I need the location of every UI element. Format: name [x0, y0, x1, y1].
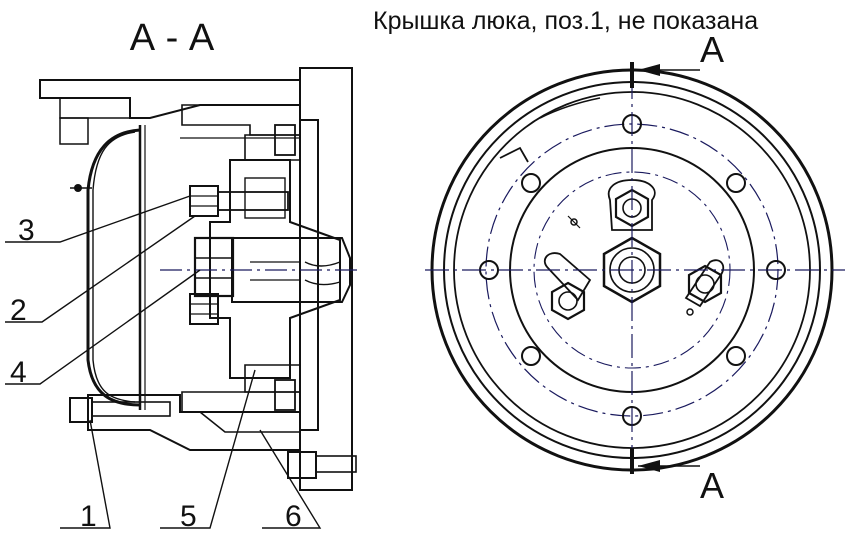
housing-top-flange: [39, 79, 301, 119]
front-view: [425, 62, 845, 474]
section-title: А - А: [130, 17, 215, 59]
housing-right-wall: [299, 67, 353, 491]
hub: [209, 159, 341, 379]
note-text: Крышка люка, поз.1, не показана: [373, 7, 758, 35]
callout-5: 5: [180, 500, 197, 533]
center-nut: [193, 236, 235, 298]
section-view: [5, 67, 360, 529]
callout-4: 4: [10, 356, 27, 389]
bolt-hex-left: [550, 281, 586, 321]
bolt-head-upper: [189, 185, 219, 217]
housing-bottom-flange: [87, 394, 301, 451]
callout-3: 3: [18, 214, 35, 247]
section-mark-bottom: А: [700, 465, 724, 506]
callout-2: 2: [10, 294, 27, 327]
bolt-head-lower: [189, 293, 219, 325]
callout-6: 6: [285, 500, 302, 533]
callout-1: 1: [80, 500, 97, 533]
section-mark-top: А: [700, 29, 724, 70]
bolt-hex-right: [687, 264, 723, 304]
